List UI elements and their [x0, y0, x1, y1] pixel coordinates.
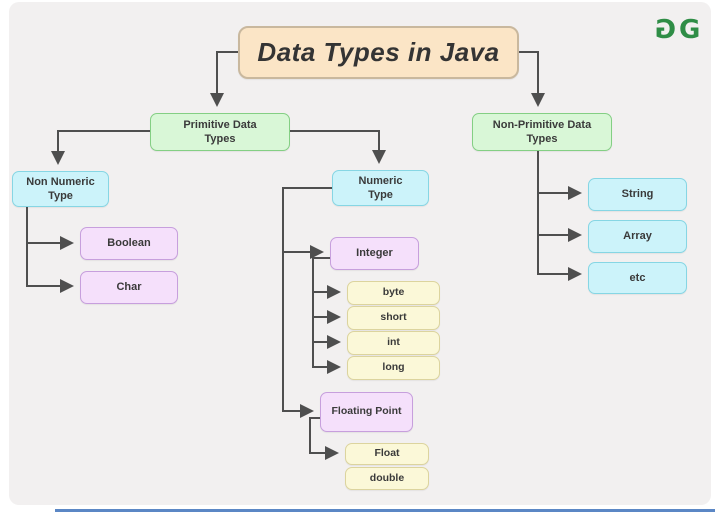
svg-text:G: G [679, 15, 700, 45]
connector-primitive-numeric [288, 130, 386, 164]
node-double: double [345, 467, 429, 490]
connector-nonprimitive-array [537, 193, 582, 242]
node-string: String [588, 178, 687, 211]
connector-nonprimitive-etc [537, 235, 582, 281]
node-numeric-type: Numeric Type [332, 170, 429, 206]
node-long: long [347, 356, 440, 380]
diagram-title-label: Data Types in Java [257, 36, 500, 67]
node-primitive-data-types: Primitive Data Types [150, 113, 290, 151]
node-int: int [347, 331, 440, 355]
node-label: Primitive Data Types [183, 118, 257, 145]
node-char: Char [80, 271, 178, 304]
connector-title-primitive [210, 51, 238, 107]
node-label: etc [629, 271, 646, 284]
bottom-rule [55, 509, 715, 512]
node-label: Non Numeric Type [26, 175, 95, 202]
node-label: int [387, 336, 400, 349]
node-label: Numeric Type [358, 174, 403, 201]
node-short: short [347, 306, 440, 330]
connector-integer-long [312, 342, 341, 374]
connector-nonnumeric-boolean [26, 205, 74, 250]
node-label: Non-Primitive Data Types [492, 118, 592, 145]
node-label: Array [623, 230, 652, 243]
connector-numeric-floating [282, 187, 332, 418]
node-label: Integer [356, 247, 393, 260]
connector-integer-short [312, 292, 341, 324]
node-label: long [382, 361, 405, 374]
svg-text:G: G [655, 15, 676, 45]
node-label: short [380, 311, 407, 324]
node-label: byte [382, 286, 405, 299]
node-integer: Integer [330, 237, 419, 270]
node-label: Boolean [107, 237, 151, 250]
node-label: double [369, 471, 405, 484]
node-boolean: Boolean [80, 227, 178, 260]
node-array: Array [588, 220, 687, 253]
node-non-primitive-data-types: Non-Primitive Data Types [472, 113, 612, 151]
connector-integer-int [312, 317, 341, 349]
node-floating-point: Floating Point [320, 392, 413, 432]
node-label: Floating Point [331, 405, 402, 418]
geeksforgeeks-logo-icon: G G [655, 15, 701, 45]
connector-nonprimitive-string [537, 149, 582, 200]
node-label: Char [116, 281, 142, 294]
connector-nonnumeric-char [26, 243, 74, 293]
node-label: String [621, 188, 654, 201]
node-byte: byte [347, 281, 440, 305]
node-non-numeric-type: Non Numeric Type [12, 171, 109, 207]
diagram-title: Data Types in Java [238, 26, 519, 79]
node-label: Float [374, 447, 400, 460]
node-etc: etc [588, 262, 687, 294]
connector-primitive-nonnumeric [51, 130, 150, 165]
node-float: Float [345, 443, 429, 465]
